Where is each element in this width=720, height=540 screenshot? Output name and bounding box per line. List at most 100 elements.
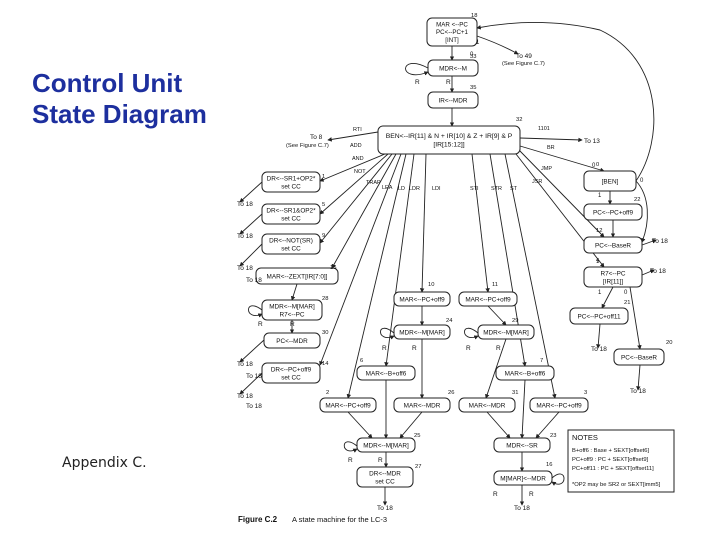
edge-label: JSR (532, 179, 542, 185)
figure-caption: A state machine for the LC-3 (292, 515, 387, 524)
edge-label: LDI (432, 186, 441, 192)
edge-28-loop (248, 305, 263, 318)
edge-21-18 (596, 323, 601, 349)
note-2: PC+off9 : PC + SEXT[offset9] (572, 457, 649, 463)
edge-label: R (446, 79, 451, 86)
state-number: 16 (546, 462, 552, 468)
state-30: PC<--MDR 30 (263, 330, 328, 349)
state-box (583, 236, 643, 254)
state-text: R7<--PC (600, 270, 625, 277)
edge-18-49 (476, 35, 519, 55)
state-number: 26 (448, 390, 454, 396)
state-box (583, 203, 643, 221)
edge-32-8 (327, 131, 379, 142)
edge-label: LEA (382, 185, 393, 191)
edge-31-23 (486, 411, 511, 439)
edge-label: R (493, 491, 498, 498)
state-number: 33 (470, 54, 476, 60)
edge-label: 1 (598, 290, 602, 296)
state-box (493, 437, 551, 453)
state-box (319, 397, 377, 413)
state-number: 35 (470, 85, 476, 91)
state-text: DR<--PC+off9 (271, 366, 312, 373)
edge-label: To 18 (237, 361, 253, 368)
state-text: MAR<--B+off6 (505, 370, 546, 377)
edge-label: R (529, 491, 534, 498)
state-box (458, 397, 516, 413)
edge-32-13 (519, 137, 583, 143)
state-text: PC<--PC+1 (436, 29, 469, 36)
state-text: MAR<--MDR (404, 402, 441, 409)
state-box (613, 348, 665, 366)
edge-label: LDR (409, 186, 420, 192)
state-box (261, 233, 321, 255)
state-number: 18 (471, 13, 477, 19)
state-text: MDR<--M[MAR] (483, 329, 529, 336)
edge-label: To 18 (630, 388, 646, 395)
state-25: MDR<--M[MAR]25 (356, 433, 420, 453)
state-box (356, 466, 414, 488)
state-text: [INT] (445, 37, 459, 44)
state-box (255, 267, 339, 285)
state-text: PC<--BaseR (595, 242, 631, 249)
edge-label: To 18 (652, 238, 668, 245)
edge-label: To 18 (377, 505, 393, 512)
state-number: 14 (322, 361, 329, 367)
edge-label: BR (547, 145, 555, 151)
edge-9-18 (239, 243, 263, 267)
edge-label: R (348, 457, 353, 464)
edge-label: To 13 (584, 138, 600, 145)
state-text: MAR<--PC+off9 (325, 402, 371, 409)
edge-label: To 18 (246, 373, 262, 380)
edge-not (319, 153, 393, 244)
edge-label: To 18 (246, 403, 262, 410)
slide-title: Control Unit State Diagram (32, 68, 207, 130)
edge-label: 0 (624, 290, 628, 296)
state-text: MDR<--M[MAR] (363, 442, 409, 449)
state-1: DR<--SR1+OP2*set CC1 (261, 171, 325, 193)
edge-20-18 (636, 364, 641, 391)
state-text: BEN<--IR[11] & N + IR[10] & Z + IR[9] & … (386, 133, 513, 140)
edge-labels: To 49(See Figure C.7)To 8(See Figure C.7… (237, 40, 668, 512)
state-box (377, 125, 521, 155)
state-number: 6 (360, 358, 363, 364)
state-number: 30 (322, 330, 328, 336)
edge-14-18 (239, 372, 263, 395)
edge-15-28 (290, 283, 298, 301)
state-text: R7<--PC (279, 311, 304, 318)
edge-label: R (466, 345, 471, 352)
state-5: DR<--SR1&OP2*set CC5 (261, 202, 325, 225)
edge-and (319, 153, 389, 215)
edge-label: STR (491, 186, 502, 192)
edge-4-21 (601, 286, 614, 309)
state-number: 32 (516, 117, 522, 123)
state-text: DR<--SR1+OP2* (267, 175, 316, 182)
edge-12-18 (641, 239, 657, 246)
state-text: PC<--PC+off11 (577, 313, 621, 320)
state-box (356, 365, 416, 381)
edge-label: JMP (541, 166, 552, 172)
state-number: 10 (428, 282, 434, 288)
state-number: 3 (584, 390, 587, 396)
edge-label: To 18 (237, 233, 253, 240)
edge-2-25 (347, 411, 373, 439)
edge-3-23 (535, 411, 560, 439)
state-number: 29 (512, 318, 518, 324)
state-number: 20 (666, 340, 672, 346)
state-box (495, 365, 555, 381)
state-text: MAR<--PC+off9 (465, 296, 511, 303)
state-box (427, 91, 479, 109)
state-text: PC<--MDR (276, 338, 308, 345)
state-box (529, 397, 589, 413)
edge-16-loop (551, 473, 565, 486)
state-text: set CC (281, 215, 301, 222)
state-number: 15 (330, 265, 336, 271)
